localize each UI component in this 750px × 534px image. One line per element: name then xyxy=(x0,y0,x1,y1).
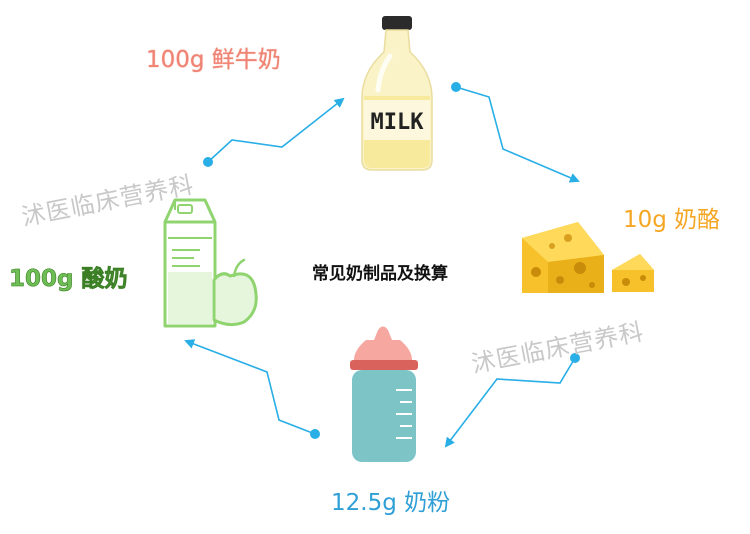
yogurt-label: 100g 酸奶 xyxy=(9,266,128,293)
bottle-label-text: MILK xyxy=(371,110,425,135)
center-title: 常见奶制品及换算 xyxy=(312,264,448,284)
arrow-powder-to-yogurt xyxy=(184,339,320,439)
baby-bottle-icon xyxy=(350,326,418,462)
cheese-label: 10g 奶酪 xyxy=(623,207,721,233)
cheese-icon xyxy=(522,222,654,293)
fresh-milk-label: 100g 鲜牛奶 xyxy=(146,47,281,73)
arrow-milk-to-cheese xyxy=(451,82,580,183)
arrow-yogurt-to-milk xyxy=(203,97,345,167)
milk-powder-label: 12.5g 奶粉 xyxy=(331,490,451,516)
milk-bottle-icon: MILK xyxy=(361,16,433,171)
yogurt-carton-icon xyxy=(163,198,258,328)
arrow-cheese-to-powder xyxy=(444,353,580,448)
